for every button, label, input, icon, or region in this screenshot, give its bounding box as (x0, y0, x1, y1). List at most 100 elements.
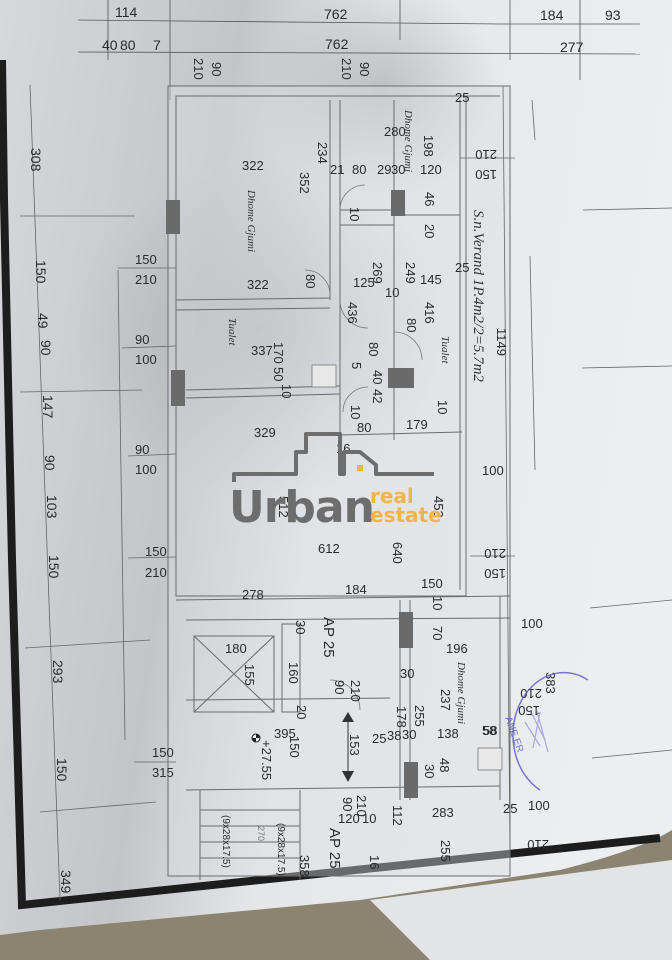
svg-text:10: 10 (362, 811, 376, 826)
svg-text:255: 255 (438, 840, 453, 862)
shafts (311, 364, 503, 771)
svg-text:160: 160 (286, 662, 301, 684)
svg-text:125: 125 (353, 275, 375, 290)
svg-text:103: 103 (44, 495, 60, 519)
svg-text:30: 30 (402, 727, 416, 742)
svg-text:210: 210 (135, 272, 157, 287)
svg-text:46: 46 (422, 192, 437, 206)
svg-text:150: 150 (518, 703, 540, 718)
svg-text:170: 170 (271, 342, 286, 364)
svg-text:352: 352 (297, 172, 312, 194)
svg-text:30: 30 (422, 764, 437, 778)
svg-text:58: 58 (482, 723, 496, 738)
svg-text:90: 90 (332, 680, 347, 694)
svg-text:10: 10 (385, 285, 399, 300)
interior-dimensions: 322 352 234 280 198 21 80 29 30 120 46 1… (220, 124, 497, 877)
svg-text:315: 315 (152, 765, 174, 780)
svg-text:178: 178 (394, 706, 409, 728)
svg-text:Dhome Gjumi: Dhome Gjumi (402, 109, 414, 172)
svg-text:40: 40 (370, 370, 385, 384)
svg-text:100: 100 (482, 463, 504, 478)
shadow (70, 160, 450, 500)
right-dimensions: 210 150 210 150 210 150 210 25 25 25 114… (438, 90, 558, 862)
svg-text:210: 210 (348, 680, 363, 702)
svg-text:29: 29 (377, 162, 391, 177)
svg-text:58: 58 (483, 723, 497, 738)
svg-text:90: 90 (340, 797, 355, 811)
svg-text:10: 10 (435, 400, 450, 414)
svg-text:10: 10 (347, 207, 362, 221)
top-dimension-lines (77, 0, 641, 100)
svg-text:100: 100 (521, 616, 543, 631)
svg-text:120: 120 (338, 811, 360, 826)
svg-text:150: 150 (475, 167, 497, 182)
svg-text:283: 283 (432, 805, 454, 820)
svg-text:16: 16 (367, 855, 382, 869)
svg-text:AP 25: AP 25 (326, 828, 343, 869)
svg-text:150: 150 (54, 758, 70, 782)
svg-text:184: 184 (540, 7, 564, 23)
svg-text:322: 322 (247, 277, 269, 292)
svg-text:50: 50 (271, 367, 286, 381)
svg-text:+27.55: +27.55 (259, 740, 274, 780)
svg-text:30: 30 (293, 620, 308, 634)
svg-text:93: 93 (605, 7, 621, 23)
svg-text:612: 612 (318, 541, 340, 556)
svg-text:280: 280 (384, 124, 406, 139)
svg-text:153: 153 (347, 734, 362, 756)
svg-text:80: 80 (357, 420, 371, 435)
svg-text:210: 210 (191, 58, 206, 80)
svg-text:21: 21 (330, 162, 344, 177)
svg-text:269: 269 (370, 262, 385, 284)
svg-text:49: 49 (35, 313, 51, 329)
watermark-logo: Urban real estate (229, 432, 442, 533)
svg-text:25: 25 (455, 260, 469, 275)
svg-text:150: 150 (135, 252, 157, 267)
svg-text:1149: 1149 (494, 328, 509, 356)
svg-text:100: 100 (135, 352, 157, 367)
svg-text:10: 10 (279, 384, 294, 398)
window-icon (357, 465, 363, 471)
svg-text:48: 48 (437, 758, 452, 772)
svg-text:150: 150 (46, 555, 62, 579)
svg-text:42: 42 (370, 389, 385, 403)
door-swings (304, 184, 423, 711)
svg-text:383: 383 (543, 672, 558, 694)
svg-text:7: 7 (153, 37, 161, 53)
svg-text:150: 150 (152, 745, 174, 760)
svg-text:Dhome Gjumi: Dhome Gjumi (455, 661, 467, 724)
svg-text:358: 358 (297, 855, 312, 877)
svg-text:10: 10 (430, 596, 445, 610)
svg-text:322: 322 (242, 158, 264, 173)
svg-text:90: 90 (357, 62, 372, 76)
svg-text:100: 100 (528, 798, 550, 813)
svg-text:25: 25 (503, 801, 517, 816)
svg-text:80: 80 (352, 162, 366, 177)
svg-text:196: 196 (446, 641, 468, 656)
svg-text:AP 25: AP 25 (320, 617, 337, 658)
svg-text:30: 30 (391, 162, 405, 177)
svg-text:293: 293 (50, 660, 66, 684)
svg-text:184: 184 (345, 582, 367, 597)
svg-text:90: 90 (135, 442, 149, 457)
room-labels: Dhome Gjumi Dhome Gjumi Tualet Tualet Dh… (226, 109, 486, 869)
svg-text:210: 210 (475, 147, 497, 162)
svg-text:25: 25 (455, 90, 469, 105)
svg-text:40: 40 (102, 37, 118, 53)
svg-text:210: 210 (520, 686, 542, 701)
svg-text:145: 145 (420, 272, 442, 287)
svg-text:762: 762 (325, 36, 349, 52)
svg-text:80: 80 (404, 318, 419, 332)
svg-text:436: 436 (345, 302, 360, 324)
svg-text:255: 255 (412, 705, 427, 727)
svg-text:Tualet: Tualet (439, 336, 451, 364)
svg-text:138: 138 (437, 726, 459, 741)
svg-text:30: 30 (400, 666, 414, 681)
svg-text:S.n.Verand 1P.4m2/2=5.7m2: S.n.Verand 1P.4m2/2=5.7m2 (470, 210, 486, 382)
svg-text:114: 114 (115, 4, 138, 20)
svg-text:25: 25 (372, 731, 386, 746)
svg-text:453: 453 (431, 496, 446, 518)
svg-text:70: 70 (430, 626, 445, 640)
level-marker: +27.55 (251, 733, 274, 780)
